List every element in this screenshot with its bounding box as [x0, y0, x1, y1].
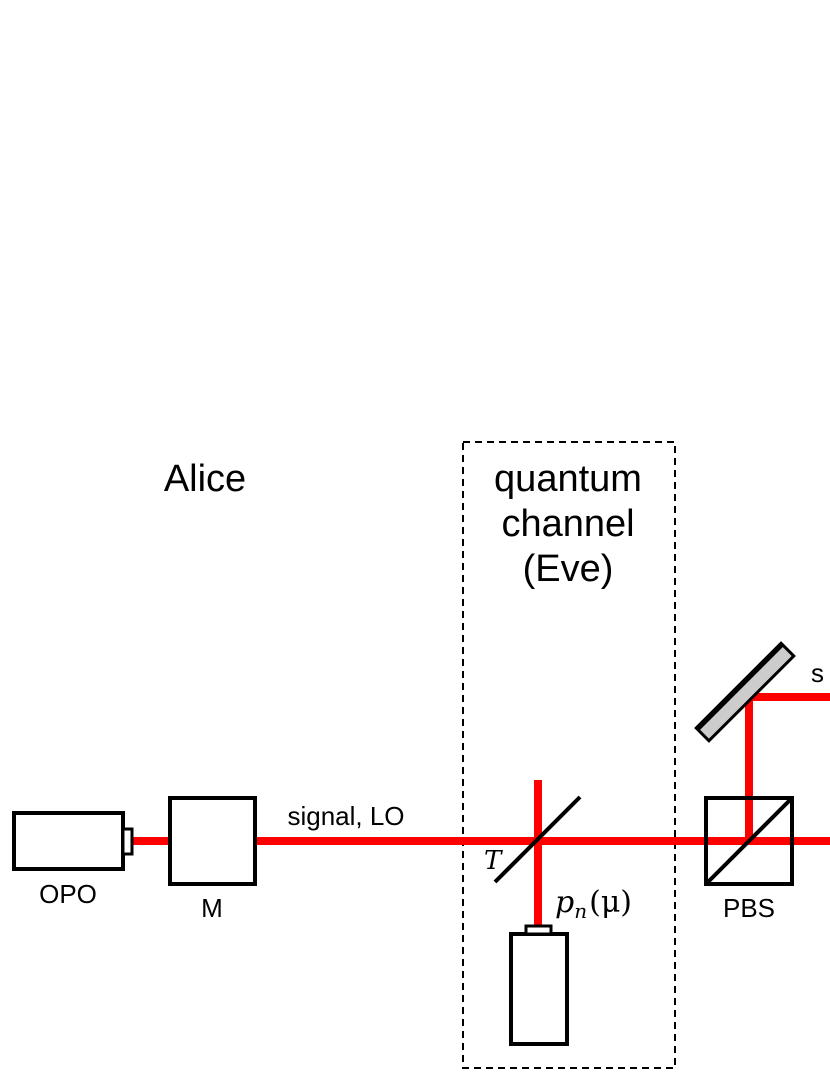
modulator-box	[168, 796, 257, 886]
quantum-channel-boundary	[462, 441, 676, 1069]
channel-label-line2: channel	[501, 503, 634, 545]
pbs-diagonal	[704, 796, 794, 886]
noise-source-label: pn(μ)	[555, 885, 632, 923]
pbs-label: PBS	[723, 893, 775, 923]
mirror-front-edge	[696, 643, 784, 731]
noise-source-label-p: p	[555, 885, 574, 920]
transmission-label: T	[484, 846, 503, 876]
modulator-label: M	[201, 893, 223, 923]
opo-source	[12, 811, 134, 871]
opo-label: OPO	[39, 879, 97, 909]
noise-source-label-sub: n	[574, 899, 587, 923]
opo-output-port	[121, 827, 134, 856]
laser-beams	[132, 693, 830, 928]
pbs-cube	[704, 796, 794, 886]
alice-label: Alice	[164, 458, 246, 500]
channel-label-line1: quantum	[494, 458, 642, 500]
noise-source-port	[524, 924, 553, 936]
signal-output-label: s	[811, 658, 824, 688]
noise-source	[509, 924, 569, 1046]
noise-source-body	[509, 932, 569, 1046]
beam-splitter	[493, 795, 582, 884]
channel-label-line3: (Eve)	[523, 548, 614, 590]
mirror	[694, 641, 796, 743]
noise-source-label-arg: (μ)	[589, 885, 632, 920]
signal-lo-label: signal, LO	[287, 801, 404, 831]
opo-body	[12, 811, 125, 871]
polarizing-beam-splitter	[704, 796, 794, 886]
